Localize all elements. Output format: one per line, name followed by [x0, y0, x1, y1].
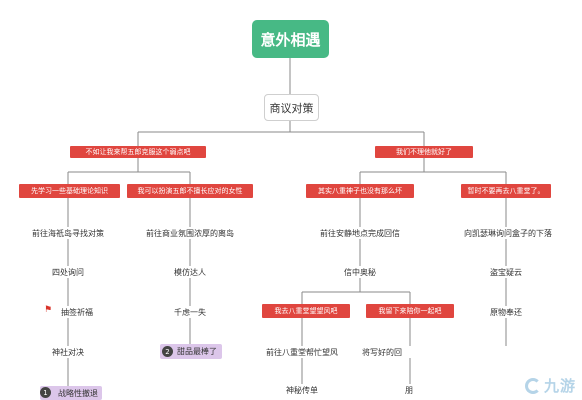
r1-step-1: 前往安静地点完成回信	[310, 227, 410, 239]
r1-step-2: 信中奥秘	[335, 266, 385, 278]
option-learn-theory[interactable]: 先学习一些基础理论知识	[19, 184, 120, 198]
strategy-node[interactable]: 商议对策	[264, 94, 319, 121]
r1-b-step-1: 将写好的回	[362, 346, 432, 358]
r1-b-step-2: 朋	[394, 384, 424, 396]
branch-right-choice[interactable]: 我们不理他就好了	[375, 146, 473, 158]
ending-2-badge: 2	[162, 346, 173, 357]
logo-icon	[524, 377, 541, 394]
r1-a-step-1: 前往八重堂帮忙望风	[262, 346, 342, 358]
l2-step-2: 模仿达人	[160, 266, 220, 278]
l1-step-2: 四处询问	[38, 266, 98, 278]
r1-a-step-2: 神秘传单	[277, 384, 327, 396]
branch-left-choice[interactable]: 不如让我来帮五郎克服这个弱点吧	[70, 146, 206, 158]
watermark-text: 九游	[543, 377, 576, 395]
watermark-logo: 九游	[524, 375, 576, 396]
option-yae-not-bad[interactable]: 其实八重神子也没有那么坏	[306, 184, 414, 198]
r2-step-2: 盗宝疑云	[476, 266, 536, 278]
l1-ending[interactable]: 战略性撤退	[40, 386, 102, 400]
l1-step-1: 前往海祇岛寻找对策	[18, 227, 118, 239]
r1-sub-stay[interactable]: 我留下来陪你一起吧	[366, 304, 454, 318]
r2-step-3: 原物奉还	[476, 306, 536, 318]
l2-step-3: 千虑一失	[160, 306, 220, 318]
flag-icon: ⚑	[44, 305, 53, 315]
l1-step-4: 神社对决	[38, 346, 98, 358]
r1-sub-watch[interactable]: 我去八重堂望望风吧	[262, 304, 350, 318]
r2-step-1: 向凯瑟琳询问盒子的下落	[456, 227, 560, 239]
option-play-woman[interactable]: 我可以扮演五郎不擅长应对的女性	[127, 184, 253, 198]
ending-1-badge: 1	[40, 387, 51, 398]
root-node[interactable]: 意外相遇	[252, 20, 329, 58]
l2-step-1: 前往商业氛围浓厚的离岛	[132, 227, 248, 239]
l1-step-3: 抽签祈福	[56, 306, 98, 318]
l2-ending[interactable]: 甜品最棒了	[160, 344, 222, 359]
option-avoid-yae-pub[interactable]: 暂时不要再去八重堂了。	[461, 184, 551, 198]
